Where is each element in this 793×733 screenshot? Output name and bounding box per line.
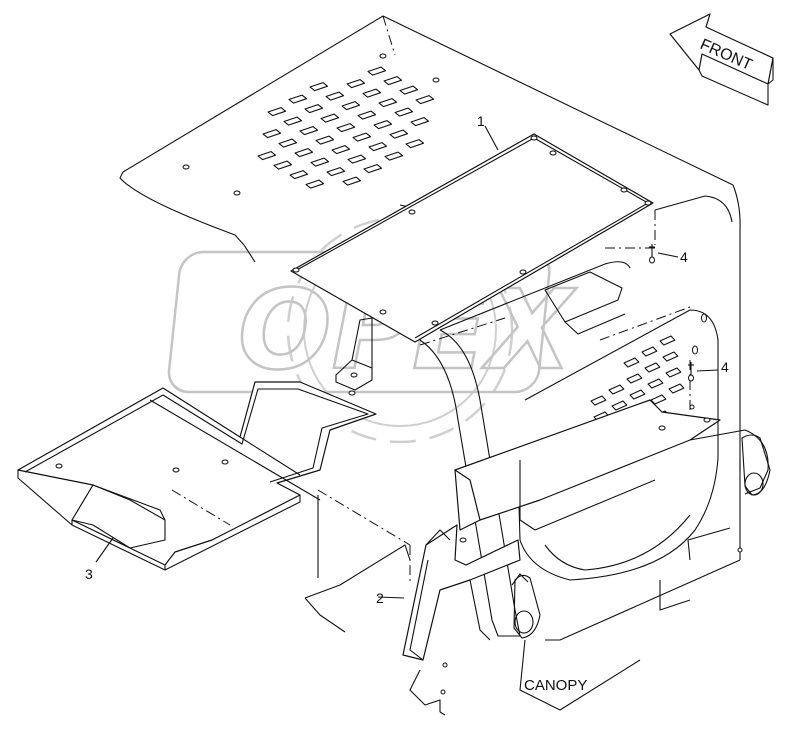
vent-slot: [299, 126, 319, 136]
vent-slot: [342, 176, 362, 186]
vent-slot: [341, 101, 361, 111]
vent-slot: [626, 373, 643, 384]
vent-slot: [590, 395, 607, 406]
vent-slot: [394, 107, 414, 117]
callout-4a: 4: [680, 249, 688, 265]
vent-slot: [362, 88, 382, 98]
roof-liner-panel: [290, 133, 654, 343]
vent-slot: [304, 104, 324, 114]
vent-slot: [608, 384, 625, 395]
vent-slot: [288, 94, 308, 104]
vent-slot: [383, 76, 403, 86]
vent-slot: [283, 116, 303, 126]
vent-slot: [378, 98, 398, 108]
canopy-frame: [399, 204, 771, 641]
vent-slot: [336, 123, 356, 133]
vent-slot: [410, 117, 430, 127]
vent-slot: [257, 151, 277, 161]
vent-slot: [415, 95, 435, 105]
floor-mat: [17, 381, 377, 571]
callout-4b: 4: [721, 359, 729, 375]
roof-vent-grid: [257, 66, 435, 189]
vent-slot: [357, 110, 377, 120]
vent-slot: [629, 389, 646, 400]
alignment-lines: [171, 15, 691, 585]
vent-slot: [611, 400, 628, 411]
vent-slot: [309, 82, 329, 92]
vent-slot: [641, 346, 658, 357]
vent-slot: [662, 351, 679, 362]
vent-slot: [320, 113, 340, 123]
vent-slot: [347, 154, 367, 164]
rear-cover-panel: [402, 399, 721, 716]
front-direction-arrow: FRONT: [669, 13, 774, 106]
vent-slot: [373, 120, 393, 130]
vent-slot: [267, 107, 287, 117]
vent-slot: [346, 79, 366, 89]
lower-bracket: [304, 495, 411, 633]
vent-slot: [623, 357, 640, 368]
vent-slot: [273, 160, 293, 170]
fastener-pin-4a: [649, 244, 655, 264]
vent-slot: [315, 135, 335, 145]
vent-slot: [659, 335, 676, 346]
callout-3: 3: [85, 566, 93, 582]
vent-slot: [665, 367, 682, 378]
vent-slot: [352, 132, 372, 142]
vent-slot: [305, 179, 325, 189]
callout-2: 2: [376, 590, 384, 606]
vent-slot: [650, 394, 667, 405]
callout-1: 1: [477, 113, 485, 129]
vent-slot: [262, 129, 282, 139]
inner-bracket: [335, 317, 373, 391]
vent-slot: [278, 138, 298, 148]
vent-slot: [644, 362, 661, 373]
vent-slot: [289, 170, 309, 180]
vent-slot: [368, 142, 388, 152]
vent-slot: [367, 66, 387, 76]
vent-slot: [399, 85, 419, 95]
vent-slot: [384, 151, 404, 161]
vent-slot: [294, 148, 314, 158]
vent-slot: [389, 129, 409, 139]
fastener-pin-4b: [688, 362, 694, 382]
vent-slot: [405, 139, 425, 149]
diagram-caption: CANOPY: [524, 677, 587, 694]
vent-slot: [325, 91, 345, 101]
leader-lines: [95, 125, 719, 599]
vent-slot: [326, 167, 346, 177]
vent-slot: [310, 157, 330, 167]
vent-slot: [331, 145, 351, 155]
vent-slot: [668, 383, 685, 394]
vent-slot: [363, 164, 383, 174]
vent-slot: [647, 378, 664, 389]
